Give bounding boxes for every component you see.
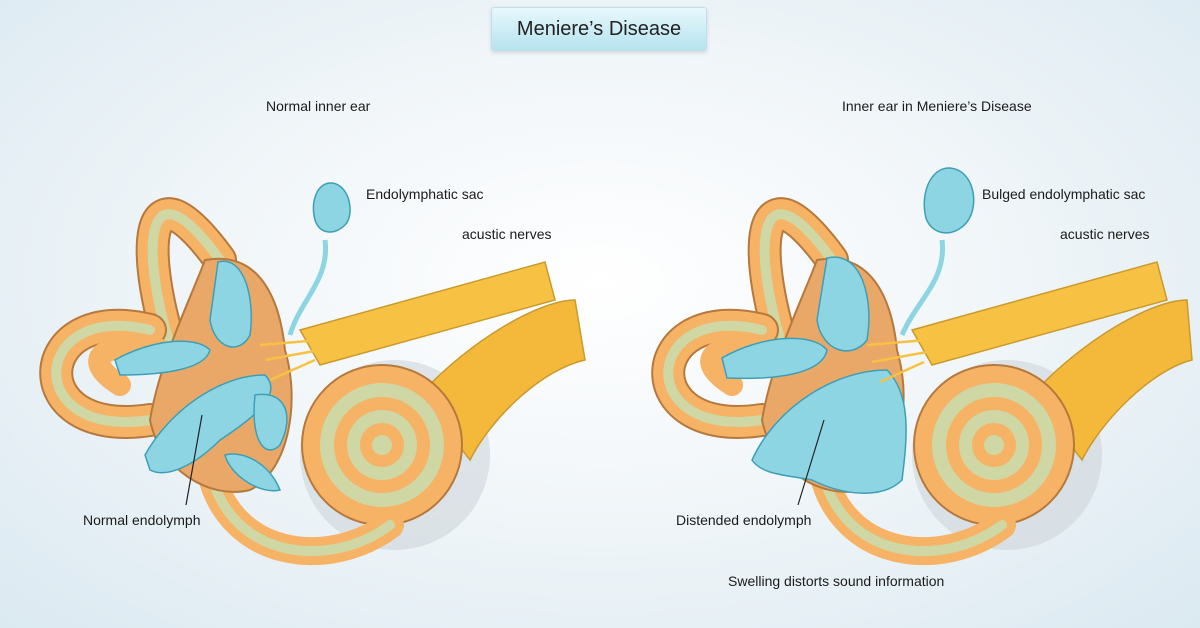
left-heading: Normal inner ear <box>266 98 371 114</box>
left-sac-label: Endolymphatic sac <box>366 186 484 202</box>
right-caption: Swelling distorts sound information <box>728 573 945 589</box>
left-nerves-label: acustic nerves <box>462 226 552 242</box>
normal-inner-ear-illustration <box>39 182 586 565</box>
left-endolymph-label: Normal endolymph <box>83 512 201 528</box>
right-sac-label: Bulged endolymphatic sac <box>982 186 1146 202</box>
right-heading: Inner ear in Meniere’s Disease <box>842 98 1032 114</box>
right-endolymph-label: Distended endolymph <box>676 512 812 528</box>
diagram-title: Meniere’s Disease <box>491 7 707 51</box>
right-nerves-label: acustic nerves <box>1060 226 1150 242</box>
